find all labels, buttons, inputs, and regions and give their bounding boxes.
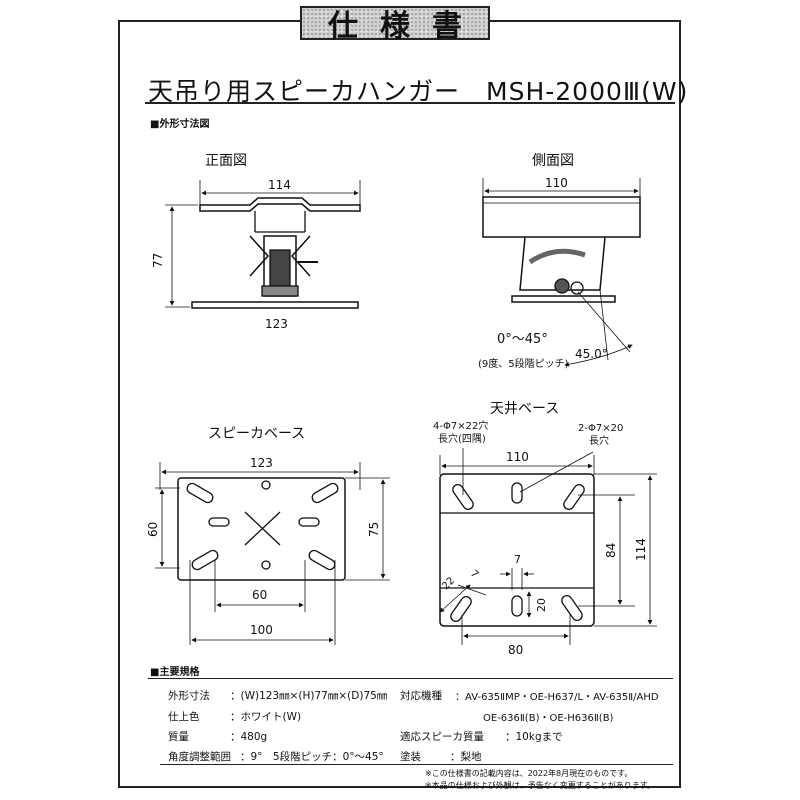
slot-length: 20: [535, 598, 548, 612]
front-view-drawing: 正面図 114 77 123: [151, 153, 361, 331]
holes-corner-label: 4-Φ7×22穴: [433, 419, 488, 432]
side-width: 110: [545, 176, 568, 190]
holes-center-sublabel: 長穴: [589, 434, 609, 447]
holes-center-label: 2-Φ7×20: [578, 423, 623, 434]
angle-value: 45.0°: [575, 347, 608, 361]
angle-range: 0°～45°: [497, 332, 548, 347]
note: ※この仕様書の記載内容は、2022年8月現在のものです。: [425, 769, 633, 778]
speaker-base-label: スピーカベース: [208, 426, 305, 442]
speaker-base-height: 75: [367, 522, 381, 537]
spec-value: ：480g: [230, 731, 268, 743]
document-title: 仕様書: [300, 6, 490, 44]
specs-bottom-rule: [160, 764, 673, 765]
section-dimensions-title: ■外形寸法図: [150, 119, 210, 130]
speaker-base-width: 123: [250, 456, 273, 470]
spec-value: ：(W)123㎜×(H)77㎜×(D)75㎜: [230, 690, 388, 702]
ceiling-base-drawing: 天井ベース 4-Φ7×22穴 長穴(四隅) 2-Φ7×20 長穴 110 7 2…: [433, 401, 657, 657]
spec-value: ：AV-635ⅡMP・OE-H637/L・AV-635Ⅱ/AHD: [455, 692, 659, 703]
specs-top-rule: [148, 678, 673, 679]
front-width-bottom: 123: [265, 317, 288, 331]
ceiling-base-width: 110: [506, 450, 529, 464]
front-height: 77: [151, 253, 165, 268]
ceiling-base-label: 天井ベース: [490, 401, 559, 417]
spec-label: 角度調整範囲: [168, 751, 231, 763]
spec-value: ：9° 5段階ピッチ：0°～45°: [240, 751, 384, 763]
spec-value: ：10kgまで: [505, 731, 563, 743]
spec-label: 仕上色: [168, 711, 200, 723]
product-heading: 天吊り用スピーカハンガー MSH-2000Ⅲ(W): [148, 77, 689, 106]
spec-label: 質量: [168, 731, 189, 743]
speaker-base-outer-h: 100: [250, 623, 273, 637]
spec-label: 適応スピーカ質量: [400, 731, 484, 743]
spec-value: ：梨地: [450, 751, 482, 763]
ceiling-base-height: 114: [634, 538, 648, 561]
side-view-label: 側面図: [532, 153, 574, 169]
ceiling-base-pitch: 80: [508, 643, 523, 657]
spec-value-continued: OE-636Ⅱ(B)・OE-H636Ⅱ(B): [483, 713, 614, 724]
slot-diag-length: 22: [440, 575, 457, 592]
spec-label: 対応機種: [400, 690, 442, 702]
angle-note: (9度、5段階ピッチ): [478, 357, 569, 370]
holes-corner-sublabel: 長穴(四隅): [438, 432, 486, 445]
spec-label: 外形寸法: [168, 690, 210, 702]
front-view-label: 正面図: [205, 153, 247, 169]
speaker-base-hole-h: 60: [252, 588, 267, 602]
section-specs-title: ■主要規格: [150, 667, 200, 678]
speaker-base-hole-v: 60: [146, 522, 160, 537]
ceiling-base-height-inner: 84: [604, 543, 618, 558]
slot-width: 7: [514, 553, 521, 566]
speaker-base-drawing: スピーカベース 123 60 75 60 100: [146, 426, 390, 645]
spec-label: 塗装: [400, 751, 421, 763]
spec-value: ：ホワイト(W): [230, 711, 302, 723]
heading-underline: [145, 102, 675, 104]
note: ※本品の仕様および外観は、予告なく変更することがあります。: [425, 781, 655, 790]
side-view-drawing: 側面図 110 45.0° 0°～45° (9度、5段階ピッチ): [478, 153, 641, 370]
front-width-top: 114: [268, 178, 291, 192]
slot-diag-width: 7: [468, 568, 480, 580]
